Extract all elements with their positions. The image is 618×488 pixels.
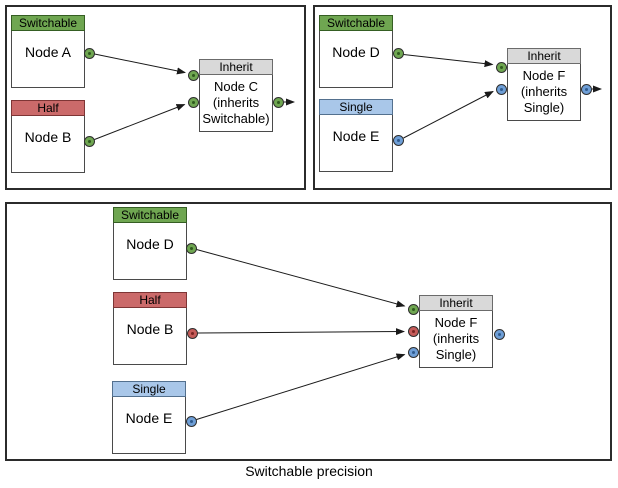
bottom-node-e: Single Node E (112, 381, 186, 454)
node-c-header: Inherit (199, 59, 273, 75)
port-dot (411, 329, 415, 333)
port-dot (276, 100, 280, 104)
bottom-node-d: Switchable Node D (113, 207, 187, 280)
node-a-header: Switchable (11, 15, 85, 31)
node-b: Half Node B (11, 100, 85, 173)
node-e-output-port (392, 134, 404, 146)
node-a: Switchable Node A (11, 15, 85, 88)
node-f-label: Node F (inherits Single) (520, 68, 568, 115)
bottom-node-f-output-port (493, 328, 505, 340)
port-dot (499, 65, 503, 69)
node-e-label: Node E (332, 128, 380, 144)
node-c-label: Node C (inherits Switchable) (202, 79, 270, 126)
port-dot (190, 331, 194, 335)
port-dot (497, 332, 501, 336)
diagram-caption: Switchable precision (245, 463, 373, 479)
bottom-node-d-header: Switchable (113, 207, 187, 223)
port-dot (191, 73, 195, 77)
port-dot (396, 51, 400, 55)
port-dot (396, 138, 400, 142)
node-d-header: Switchable (319, 15, 393, 31)
bottom-node-b: Half Node B (113, 292, 187, 365)
node-d: Switchable Node D (319, 15, 393, 88)
node-c-input-port-2 (187, 96, 199, 108)
bottom-node-b-output-port (186, 327, 198, 339)
node-d-output-port (392, 47, 404, 59)
node-b-header: Half (11, 100, 85, 116)
bottom-node-f-header: Inherit (419, 295, 493, 311)
bottom-node-f-input-port-3 (407, 346, 419, 358)
node-f-input-port-1 (495, 61, 507, 73)
port-dot (191, 100, 195, 104)
port-dot (584, 87, 588, 91)
bottom-node-f-label: Node F (inherits Single) (432, 315, 480, 362)
port-dot (87, 51, 91, 55)
node-b-output-port (83, 135, 95, 147)
port-dot (411, 350, 415, 354)
port-dot (189, 419, 193, 423)
node-b-label: Node B (24, 129, 72, 145)
node-f-input-port-2 (495, 83, 507, 95)
bottom-node-d-label: Node D (126, 236, 174, 252)
bottom-node-f: Inherit Node F (inherits Single) (419, 295, 493, 368)
node-a-output-port (83, 47, 95, 59)
bottom-node-e-label: Node E (125, 410, 173, 426)
node-c: Inherit Node C (inherits Switchable) (199, 59, 273, 132)
node-c-input-port-1 (187, 69, 199, 81)
node-f-header: Inherit (507, 48, 581, 64)
bottom-node-f-input-port-1 (407, 303, 419, 315)
bottom-node-e-output-port (185, 415, 197, 427)
port-dot (189, 246, 193, 250)
port-dot (499, 87, 503, 91)
node-e-header: Single (319, 99, 393, 115)
bottom-node-f-input-port-2 (407, 325, 419, 337)
node-d-label: Node D (332, 44, 380, 60)
node-e: Single Node E (319, 99, 393, 172)
node-f: Inherit Node F (inherits Single) (507, 48, 581, 121)
bottom-node-e-header: Single (112, 381, 186, 397)
bottom-node-d-output-port (185, 242, 197, 254)
node-f-output-port (580, 83, 592, 95)
bottom-node-b-label: Node B (126, 321, 174, 337)
node-a-label: Node A (25, 44, 71, 60)
panel-bottom (5, 202, 612, 461)
node-c-output-port (272, 96, 284, 108)
bottom-node-b-header: Half (113, 292, 187, 308)
port-dot (411, 307, 415, 311)
port-dot (87, 139, 91, 143)
